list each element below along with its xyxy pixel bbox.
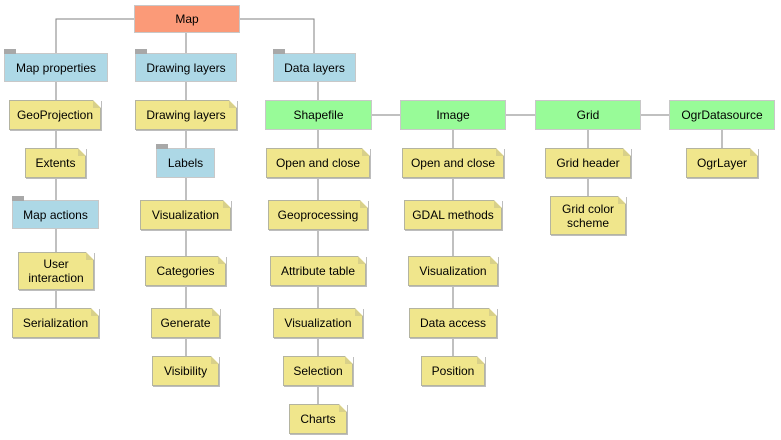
- note-corner: [496, 148, 504, 156]
- note-corner: [212, 308, 220, 316]
- folder-tab-icon: [135, 49, 147, 54]
- grid-node[interactable]: Grid: [535, 100, 641, 130]
- note-corner: [750, 148, 758, 156]
- labels-visualization-node[interactable]: Visualization: [140, 200, 231, 230]
- folder-tab-icon: [273, 49, 285, 54]
- data-access-node[interactable]: Data access: [409, 308, 497, 338]
- sf-visualization-label: Visualization: [284, 316, 352, 330]
- note-corner: [358, 256, 366, 264]
- serialization-label: Serialization: [22, 316, 89, 330]
- attribute-table-label: Attribute table: [280, 264, 356, 278]
- drawing-layers-folder-label: Drawing layers: [146, 60, 226, 75]
- grid-label: Grid: [576, 108, 600, 122]
- folder-tab-icon: [156, 144, 168, 149]
- note-corner: [211, 356, 219, 364]
- user-interaction-label: User interaction: [28, 257, 84, 285]
- note-corner: [91, 308, 99, 316]
- sf-visualization-node[interactable]: Visualization: [273, 308, 363, 338]
- labels-node[interactable]: Labels: [156, 144, 215, 178]
- image-node[interactable]: Image: [400, 100, 506, 130]
- generate-node[interactable]: Generate: [151, 308, 220, 338]
- note-corner: [362, 148, 370, 156]
- charts-node[interactable]: Charts: [289, 404, 347, 434]
- grid-header-node[interactable]: Grid header: [545, 148, 631, 178]
- ogr-layer-label: OgrLayer: [696, 156, 748, 170]
- drawing-layers-note-node[interactable]: Drawing layers: [135, 100, 237, 130]
- folder-tab-icon: [12, 196, 24, 201]
- note-corner: [339, 404, 347, 412]
- geoprocessing-label: Geoprocessing: [277, 208, 359, 222]
- labels-label: Labels: [167, 156, 204, 170]
- selection-label: Selection: [293, 364, 343, 378]
- img-open-close-label: Open and close: [410, 156, 496, 170]
- note-corner: [355, 308, 363, 316]
- map-properties-node[interactable]: Map properties: [4, 49, 108, 82]
- shapefile-node[interactable]: Shapefile: [265, 100, 372, 130]
- connector-map-properties: [55, 18, 134, 53]
- data-layers-node[interactable]: Data layers: [273, 49, 356, 82]
- attribute-table-node[interactable]: Attribute table: [270, 256, 366, 286]
- categories-label: Categories: [156, 264, 215, 278]
- connector-data-layers: [240, 18, 315, 53]
- img-visualization-node[interactable]: Visualization: [408, 256, 498, 286]
- note-corner: [86, 252, 94, 260]
- img-visualization-label: Visualization: [419, 264, 487, 278]
- note-corner: [360, 200, 368, 208]
- geoprocessing-node[interactable]: Geoprocessing: [268, 200, 368, 230]
- note-corner: [618, 196, 626, 204]
- ogr-datasource-node[interactable]: OgrDatasource: [669, 100, 775, 130]
- charts-label: Charts: [300, 412, 336, 426]
- note-corner: [345, 356, 353, 364]
- geoprojection-node[interactable]: GeoProjection: [9, 100, 101, 130]
- map-node-label: Map: [175, 12, 199, 26]
- gdal-methods-label: GDAL methods: [412, 208, 494, 222]
- data-access-label: Data access: [419, 316, 487, 330]
- generate-label: Generate: [160, 316, 211, 330]
- data-layers-label: Data layers: [284, 60, 345, 75]
- sf-open-close-label: Open and close: [275, 156, 361, 170]
- ogr-layer-node[interactable]: OgrLayer: [686, 148, 758, 178]
- gdal-methods-node[interactable]: GDAL methods: [404, 200, 502, 230]
- grid-header-label: Grid header: [556, 156, 620, 170]
- map-actions-label: Map actions: [23, 207, 88, 222]
- grid-color-scheme-node[interactable]: Grid color scheme: [550, 196, 626, 235]
- note-corner: [477, 356, 485, 364]
- shapefile-label: Shapefile: [293, 108, 344, 122]
- note-corner: [489, 308, 497, 316]
- note-corner: [218, 256, 226, 264]
- note-corner: [93, 100, 101, 108]
- serialization-node[interactable]: Serialization: [12, 308, 99, 338]
- image-label: Image: [436, 108, 470, 122]
- visibility-node[interactable]: Visibility: [152, 356, 219, 386]
- geoprojection-label: GeoProjection: [16, 108, 94, 122]
- note-corner: [229, 100, 237, 108]
- user-interaction-node[interactable]: User interaction: [18, 252, 94, 290]
- selection-node[interactable]: Selection: [283, 356, 353, 386]
- img-open-close-node[interactable]: Open and close: [402, 148, 504, 178]
- folder-tab-icon: [4, 49, 16, 54]
- drawing-layers-note-label: Drawing layers: [146, 108, 226, 122]
- grid-color-scheme-label: Grid color scheme: [561, 201, 614, 230]
- position-label: Position: [431, 364, 475, 378]
- map-node[interactable]: Map: [134, 5, 240, 33]
- extents-node[interactable]: Extents: [25, 148, 86, 178]
- note-corner: [494, 200, 502, 208]
- visibility-label: Visibility: [163, 364, 208, 378]
- note-corner: [623, 148, 631, 156]
- map-actions-node[interactable]: Map actions: [12, 196, 99, 229]
- position-node[interactable]: Position: [421, 356, 485, 386]
- sf-open-close-node[interactable]: Open and close: [266, 148, 370, 178]
- note-corner: [223, 200, 231, 208]
- note-corner: [78, 148, 86, 156]
- labels-visualization-label: Visualization: [151, 208, 220, 222]
- drawing-layers-folder-node[interactable]: Drawing layers: [135, 49, 237, 82]
- note-corner: [490, 256, 498, 264]
- map-properties-label: Map properties: [15, 60, 97, 75]
- ogr-datasource-label: OgrDatasource: [681, 108, 763, 122]
- extents-label: Extents: [35, 156, 76, 170]
- categories-node[interactable]: Categories: [145, 256, 226, 286]
